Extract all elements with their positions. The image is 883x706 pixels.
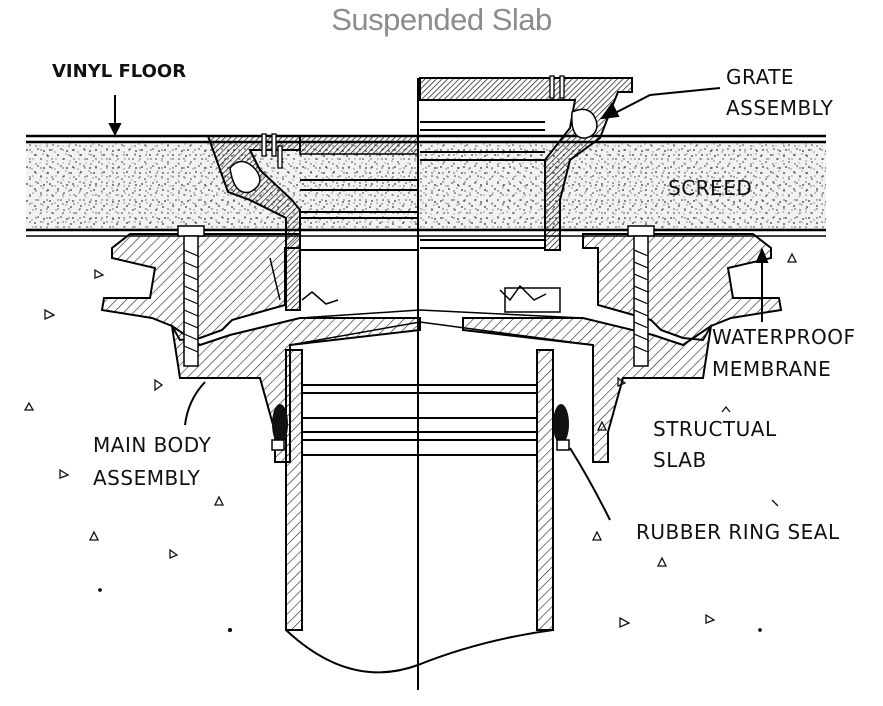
label-slab: SLAB	[653, 448, 707, 472]
main-body-assembly	[100, 233, 783, 463]
label-waterproof: WATERPROOF	[712, 325, 856, 349]
label-grate: GRATE	[726, 65, 794, 89]
grate-bucket	[269, 121, 561, 313]
label-screed: SCREED	[668, 176, 752, 200]
label-membrane: MEMBRANE	[712, 357, 831, 381]
grate-assembly	[206, 75, 633, 311]
leader-lines	[108, 87, 769, 521]
label-structual: STRUCTUAL	[653, 417, 777, 441]
rubber-ring-seal	[271, 404, 570, 451]
diagram-title: Suspended Slab	[331, 2, 552, 37]
label-main-body: MAIN BODY	[93, 433, 212, 457]
label-main-body-assembly: ASSEMBLY	[93, 466, 201, 490]
label-vinyl-floor: VINYL FLOOR	[52, 61, 186, 82]
label-grate-assembly: ASSEMBLY	[726, 96, 834, 120]
label-rubber-ring-seal: RUBBER RING SEAL	[636, 520, 840, 544]
fixing-bolt-right	[627, 225, 655, 367]
fixing-bolt-left	[177, 225, 205, 367]
screed-layer	[26, 134, 826, 237]
outlet-pipe	[285, 349, 554, 674]
